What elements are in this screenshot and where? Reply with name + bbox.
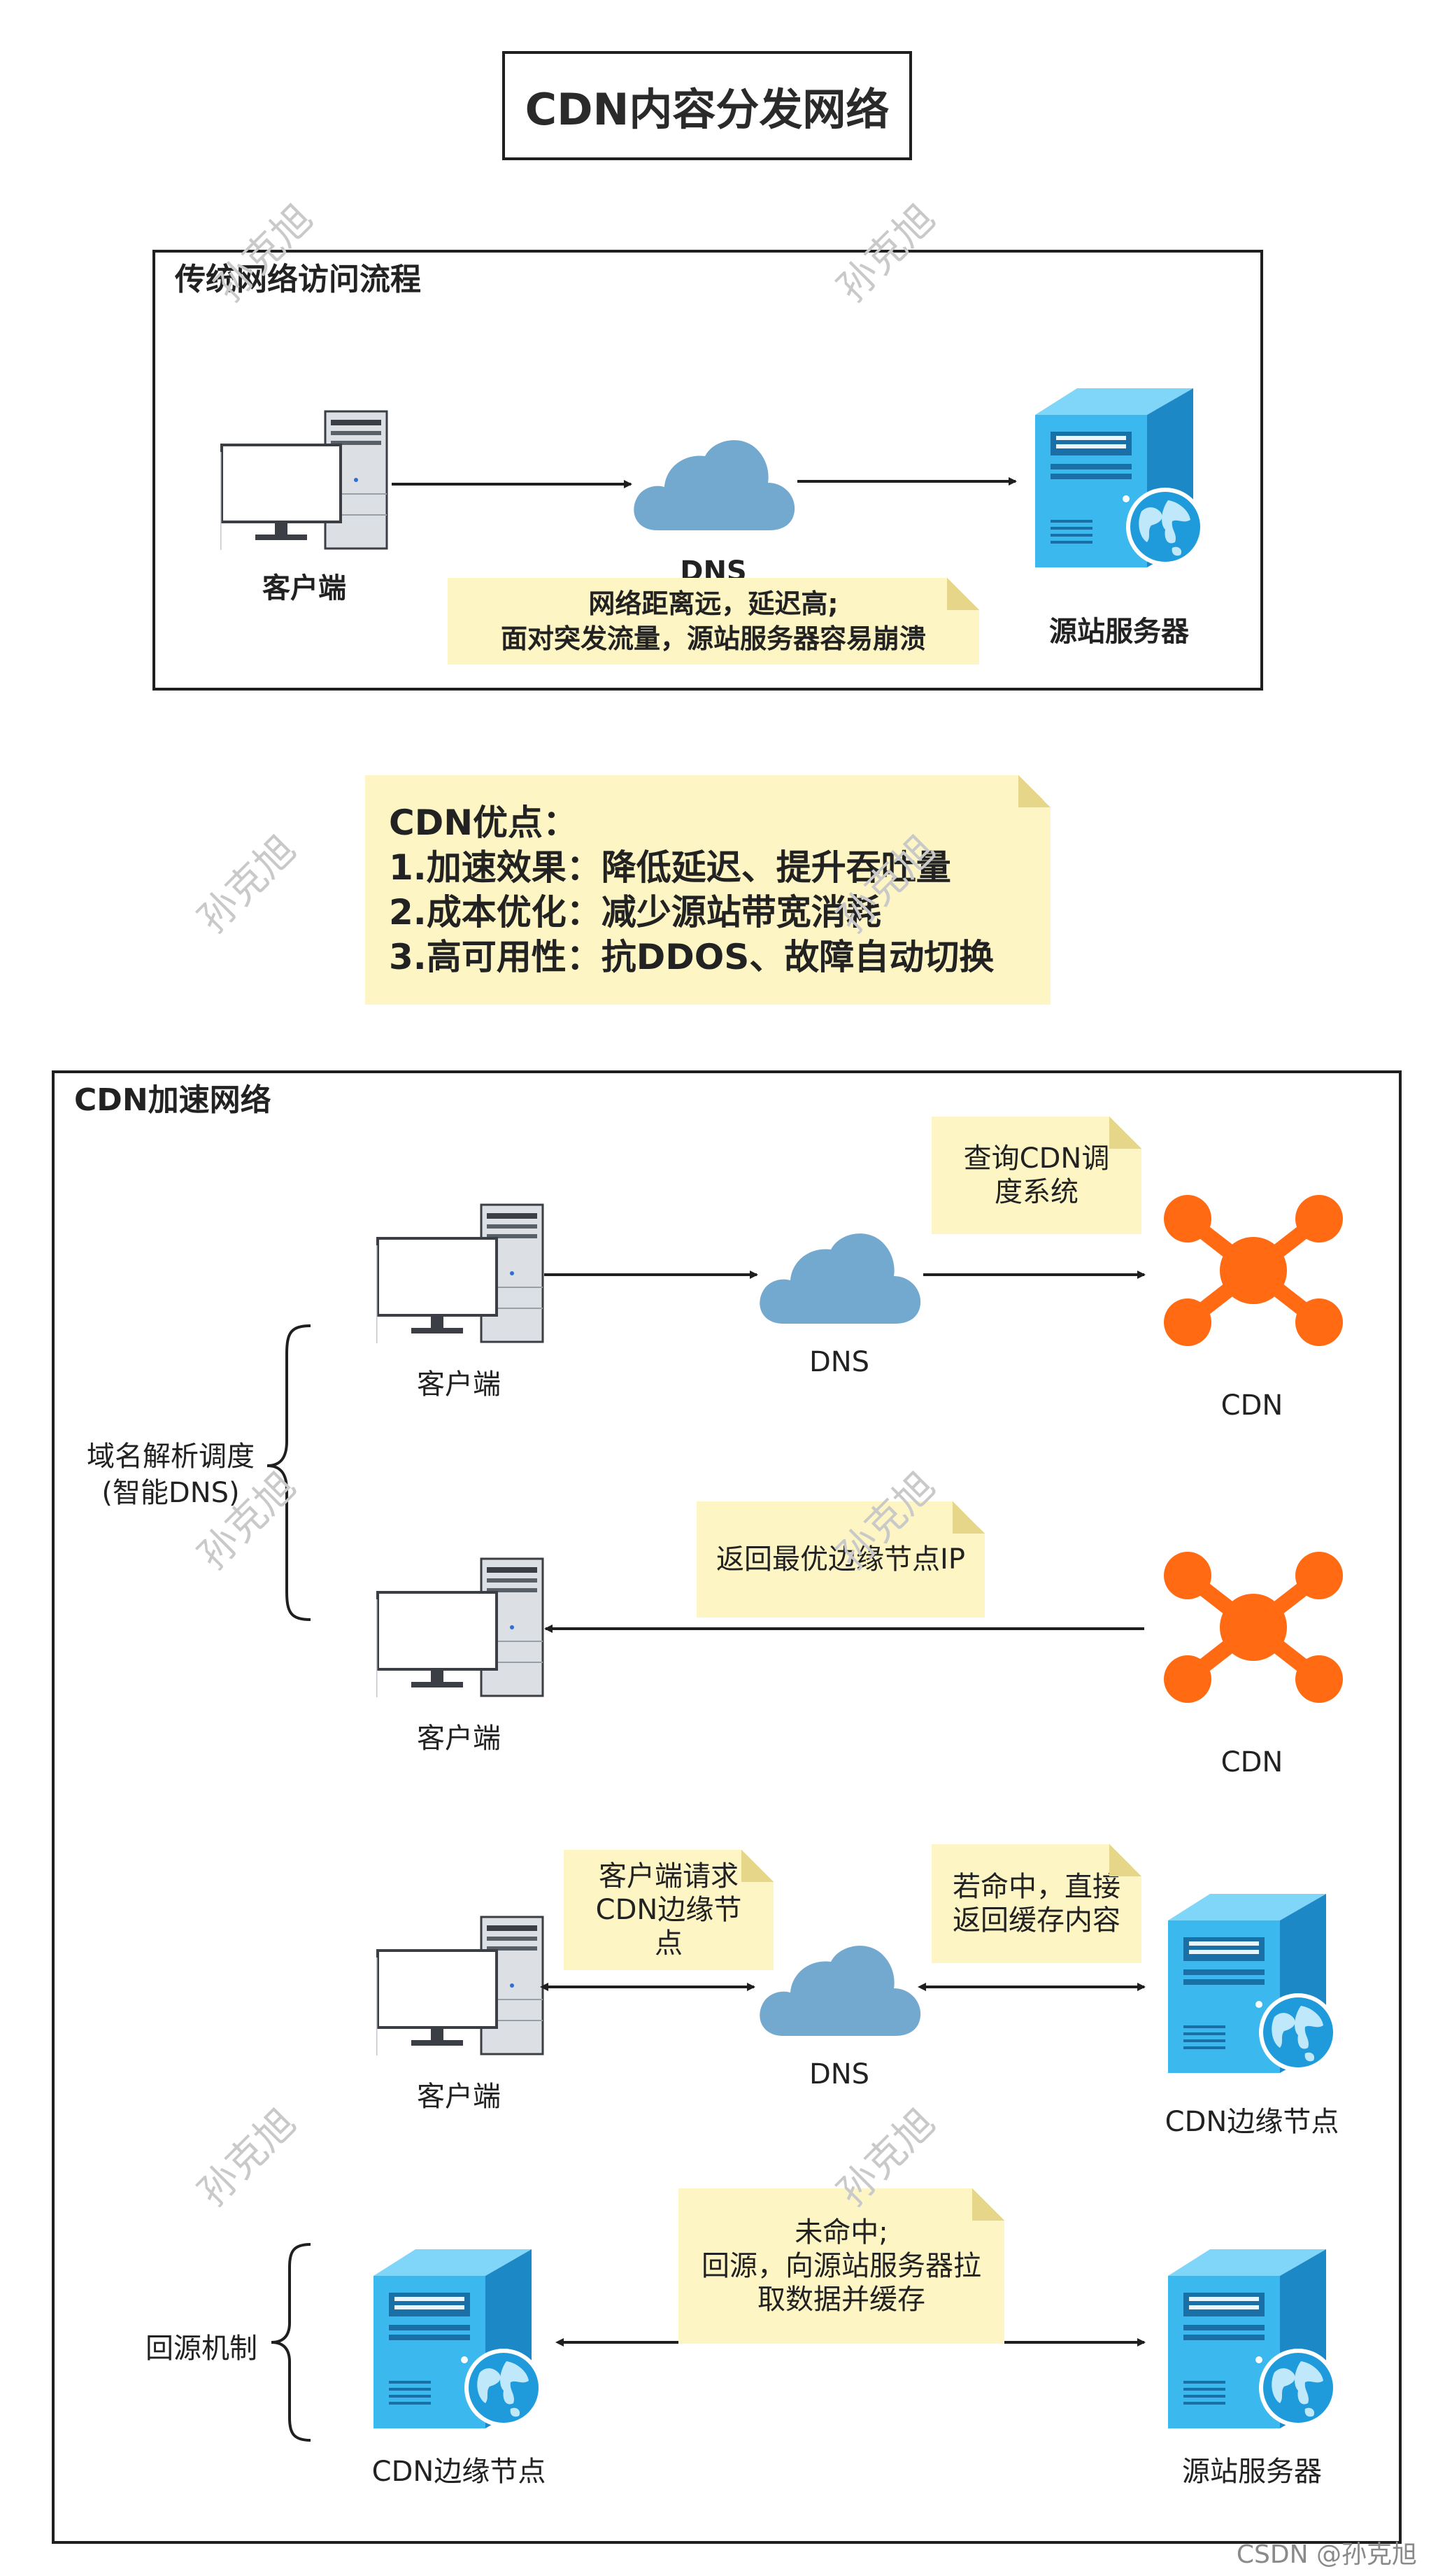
cdn-network-icon — [1164, 1195, 1343, 1346]
edge-server-icon — [1168, 1894, 1336, 2073]
note-line: 回源，向源站服务器拉 — [702, 2250, 981, 2282]
cache-miss-note: 未命中; 回源，向源站服务器拉 取数据并缓存 — [678, 2188, 1004, 2344]
dns-label: DNS — [809, 1346, 870, 1378]
note-line: 返回最优边缘节点IP — [716, 1543, 965, 1576]
advantage-item: 2.成本优化：减少源站带宽消耗 — [389, 892, 881, 933]
origin-server-icon — [1035, 388, 1203, 567]
footer-credit: CSDN @孙克旭 — [1236, 2540, 1417, 2569]
traditional-flow-heading: 传统网络访问流程 — [175, 262, 421, 297]
client-label: 客户端 — [417, 2081, 501, 2113]
note-line: 网络距离远，延迟高; — [588, 588, 839, 619]
advantages-title: CDN优点： — [389, 802, 578, 843]
page-title: CDN内容分发网络 — [502, 51, 912, 160]
cache-hit-note: 若命中，直接 返回缓存内容 — [932, 1844, 1141, 1963]
client-computer-icon — [376, 1557, 544, 1697]
cdn-label: CDN — [1220, 1746, 1283, 1778]
note-line: 若命中，直接 — [953, 1871, 1120, 1903]
note-line: 度系统 — [995, 1176, 1079, 1208]
traditional-issue-note: 网络距离远，延迟高; 面对突发流量，源站服务器容易崩溃 — [448, 578, 979, 665]
origin-server-label: 源站服务器 — [1049, 616, 1189, 648]
edge-node-label: CDN边缘节点 — [371, 2456, 546, 2488]
dns-schedule-label: 域名解析调度 (智能DNS) — [87, 1438, 255, 1511]
client-computer-icon — [220, 410, 388, 550]
client-request-note: 客户端请求 CDN边缘节 点 — [564, 1850, 774, 1970]
dns-schedule-line: (智能DNS) — [101, 1477, 240, 1509]
origin-mechanism-label: 回源机制 — [145, 2333, 257, 2365]
advantage-item: 1.加速效果：降低延迟、提升吞吐量 — [389, 847, 951, 888]
cdn-network-heading: CDN加速网络 — [74, 1082, 271, 1118]
dns-schedule-line: 域名解析调度 — [87, 1441, 255, 1473]
cdn-network-icon — [1164, 1552, 1343, 1703]
origin-server-icon — [1168, 2249, 1336, 2428]
origin-server-label: 源站服务器 — [1182, 2456, 1322, 2488]
dns-cloud-icon — [760, 1233, 921, 1324]
note-line: 客户端请求 — [599, 1860, 739, 1892]
dns-cloud-icon — [760, 1946, 921, 2036]
client-label: 客户端 — [262, 572, 346, 604]
dns-label: DNS — [809, 2058, 870, 2090]
edge-node-label: CDN边缘节点 — [1165, 2106, 1339, 2138]
brace-domain-resolution — [266, 1324, 311, 1621]
edge-server-icon — [373, 2249, 541, 2428]
note-line: CDN边缘节 — [595, 1894, 742, 1926]
cdn-advantages-note: CDN优点： 1.加速效果：降低延迟、提升吞吐量 2.成本优化：减少源站带宽消耗… — [365, 775, 1051, 1005]
client-computer-icon — [376, 1203, 544, 1343]
return-ip-note: 返回最优边缘节点IP — [697, 1501, 985, 1618]
note-line: 取数据并缓存 — [757, 2284, 925, 2316]
cdn-label: CDN — [1220, 1389, 1283, 1422]
note-line: 面对突发流量，源站服务器容易崩溃 — [500, 623, 926, 654]
brace-origin-mechanism — [271, 2243, 311, 2442]
traditional-flow-frame — [152, 250, 1263, 691]
note-line: 点 — [655, 1927, 683, 1960]
client-label: 客户端 — [417, 1368, 501, 1401]
client-computer-icon — [376, 1916, 544, 2055]
advantage-item: 3.高可用性：抗DDOS、故障自动切换 — [389, 937, 995, 977]
note-line: 未命中; — [795, 2216, 888, 2249]
note-line: 查询CDN调 — [963, 1142, 1110, 1175]
query-cdn-note: 查询CDN调 度系统 — [932, 1117, 1141, 1234]
note-line: 返回缓存内容 — [953, 1904, 1120, 1937]
dns-cloud-icon — [634, 440, 795, 530]
cdn-network-frame — [52, 1070, 1402, 2544]
client-label: 客户端 — [417, 1722, 501, 1755]
